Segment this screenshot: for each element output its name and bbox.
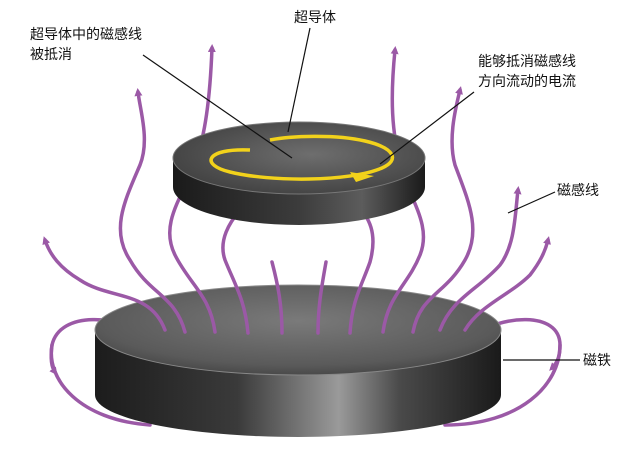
label-field-lines: 磁感线 bbox=[557, 183, 599, 199]
field-line-3 bbox=[167, 44, 217, 334]
leader-superconductor bbox=[287, 27, 311, 133]
field-line-loop-left-front bbox=[49, 343, 58, 376]
field-lines bbox=[42, 44, 562, 376]
label-current-line2: 方向流动的电流 bbox=[478, 74, 576, 90]
field-line-5 bbox=[270, 260, 284, 335]
label-superconductor: 超导体 bbox=[294, 10, 336, 26]
leader-cancel-field bbox=[142, 54, 293, 159]
label-cancelled-field-line1: 超导体中的磁感线 bbox=[30, 27, 142, 43]
field-line-4 bbox=[221, 208, 250, 335]
field-line-1 bbox=[42, 236, 167, 332]
leader-field-lines bbox=[507, 191, 556, 214]
label-cancelled-field: 超导体中的磁感线 被抵消 bbox=[30, 25, 142, 65]
label-magnet: 磁铁 bbox=[583, 353, 611, 369]
field-line-7 bbox=[348, 213, 375, 335]
field-line-9 bbox=[411, 86, 475, 334]
label-cancelled-field-line2: 被抵消 bbox=[30, 47, 72, 63]
leader-current bbox=[379, 91, 475, 165]
field-line-8 bbox=[381, 46, 426, 334]
leader-lines bbox=[142, 27, 580, 361]
current-arrow-head bbox=[350, 172, 374, 182]
label-current: 能够抵消磁感线 方向流动的电流 bbox=[478, 52, 576, 92]
field-line-11 bbox=[463, 236, 551, 332]
label-current-line1: 能够抵消磁感线 bbox=[478, 54, 576, 70]
current-arrow bbox=[209, 134, 395, 182]
field-line-2 bbox=[118, 88, 187, 334]
field-line-loop-right-front bbox=[549, 343, 562, 371]
field-line-6 bbox=[316, 260, 328, 335]
magnet bbox=[94, 284, 502, 437]
field-line-10 bbox=[438, 186, 522, 332]
